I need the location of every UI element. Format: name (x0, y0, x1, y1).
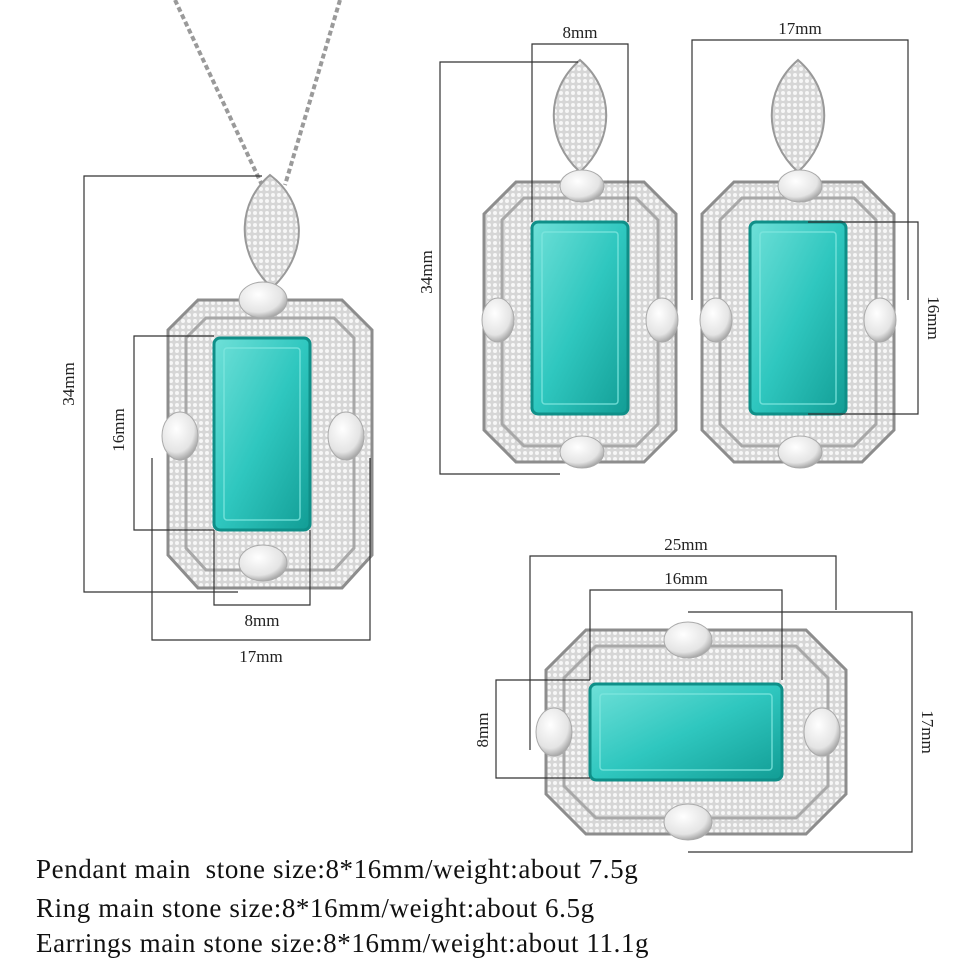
side-gem (559, 169, 605, 203)
stone-facet (223, 347, 301, 521)
side-gem (663, 621, 713, 659)
ring-main-stone (588, 682, 784, 782)
earring-stone-width-label: 8mm (563, 23, 598, 42)
stone-facet (599, 693, 773, 771)
chain (173, 0, 264, 186)
earrings-spec: Earrings main stone size:8*16mm/weight:a… (36, 928, 650, 958)
earring-width-label: 17mm (778, 19, 821, 38)
ring-height-label: 17mm (918, 710, 937, 753)
earring-top (770, 58, 826, 174)
side-gem (663, 803, 713, 841)
side-gem (863, 297, 897, 343)
earring-frame-inner (718, 196, 878, 448)
side-gem (161, 411, 199, 461)
ring-stone-width-label: 16mm (664, 569, 707, 588)
side-gem (327, 411, 365, 461)
side-gem (777, 169, 823, 203)
pendant-main-stone (212, 336, 312, 532)
stone-facet (759, 231, 837, 405)
pendant-spec: Pendant main stone size:8*16mm/weight:ab… (36, 854, 639, 884)
earring-left: 8mm 34mm (417, 23, 679, 475)
earring-top (552, 58, 608, 174)
side-gem (699, 297, 733, 343)
earring-right: 17mm 16mm (691, 19, 943, 469)
earring-main-stone (530, 220, 630, 416)
pendant-dimension-lines (83, 175, 371, 641)
earring-dimension-lines (439, 43, 629, 475)
earring-main-stone (748, 220, 848, 416)
ring: 25mm 16mm 8mm 17mm (473, 535, 937, 853)
side-gem (535, 707, 573, 757)
side-gem (645, 297, 679, 343)
side-gem (238, 281, 288, 319)
earring-stone-height-label: 16mm (924, 296, 943, 339)
side-gem (803, 707, 841, 757)
side-gem (481, 297, 515, 343)
ring-outer-width-label: 25mm (664, 535, 707, 554)
pendant-width-label: 17mm (239, 647, 282, 666)
pendant-stone-width-label: 8mm (245, 611, 280, 630)
ring-stone-height-label: 8mm (473, 713, 492, 748)
side-gem (559, 435, 605, 469)
pendant-stone-height-label: 16mm (109, 408, 128, 451)
ring-spec: Ring main stone size:8*16mm/weight:about… (36, 893, 595, 923)
pendant: 34mm 16mm 8mm 17mm (59, 0, 374, 666)
pendant-height-label: 34mm (59, 362, 78, 405)
earring-dimension-lines (691, 39, 919, 415)
earring-frame-inner (500, 196, 660, 448)
ring-dimension-lines (495, 555, 913, 853)
chain (283, 0, 342, 186)
pendant-frame-inner (184, 316, 356, 572)
side-gem (238, 544, 288, 582)
earring-height-label: 34mm (417, 250, 436, 293)
pendant-bail (243, 173, 300, 290)
stone-facet (541, 231, 619, 405)
side-gem (777, 435, 823, 469)
